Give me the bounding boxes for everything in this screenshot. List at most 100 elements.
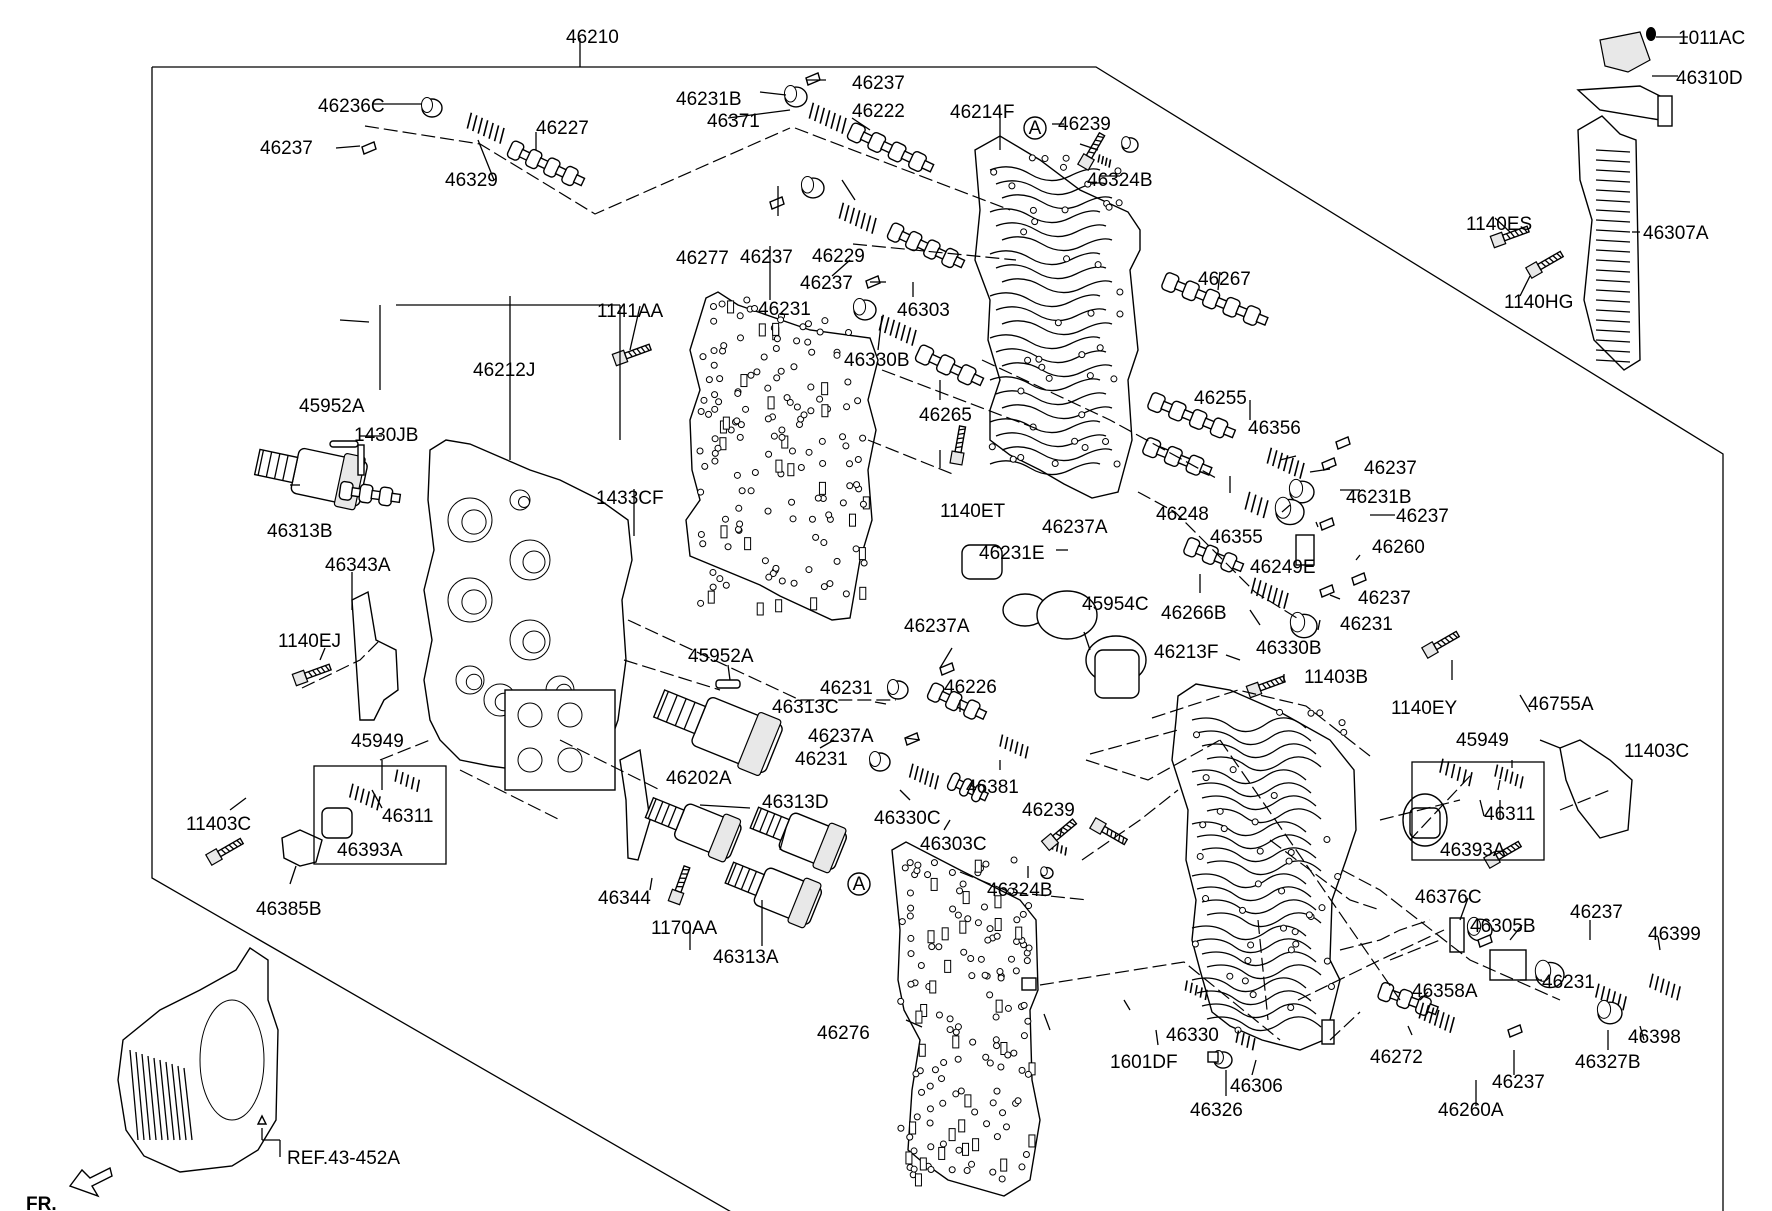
part-label: 46324B xyxy=(1087,170,1153,191)
part-label: 46311 xyxy=(1484,804,1535,825)
sleeve-46393A-left xyxy=(321,807,353,839)
retainer-pin xyxy=(1319,584,1335,598)
part-label: 46313C xyxy=(772,697,839,718)
plate-46344 xyxy=(619,748,651,861)
part-label: 46272 xyxy=(1370,1047,1423,1068)
part-label: REF.43-452A xyxy=(287,1148,400,1169)
part-label: 1140ES xyxy=(1466,214,1532,235)
retainer-pin xyxy=(361,141,377,155)
part-label: 46265 xyxy=(919,405,972,426)
part-label: 45949 xyxy=(1456,730,1509,751)
part-label: 46202A xyxy=(666,768,732,789)
spring-part xyxy=(1594,983,1627,1011)
part-label: 46237A xyxy=(904,616,970,637)
pin-45952A-left xyxy=(329,440,359,448)
valve-spool xyxy=(946,772,990,803)
part-label: 1601DF xyxy=(1110,1052,1178,1073)
bolt-part xyxy=(1076,131,1106,172)
part-label: 46358A xyxy=(1412,981,1478,1002)
spring-part xyxy=(838,202,877,234)
part-label: 1140EJ xyxy=(278,631,341,652)
transmission-case-ref xyxy=(117,947,279,1173)
retainer-pin xyxy=(1335,436,1351,450)
part-label: 46310D xyxy=(1676,68,1743,89)
part-label: 46330 xyxy=(1166,1025,1219,1046)
part-label: 46255 xyxy=(1194,388,1247,409)
part-label: 46303 xyxy=(897,300,950,321)
pin-1430JB xyxy=(357,444,365,476)
part-label: 46237A xyxy=(1042,517,1108,538)
part-label: 46237 xyxy=(852,73,905,94)
part-label: 46266B xyxy=(1161,603,1227,624)
separator-plate-46277 xyxy=(685,291,879,621)
retainer-pin xyxy=(805,72,821,86)
part-label: 46371 xyxy=(707,111,760,132)
spring-part xyxy=(808,102,847,134)
part-label: 46355 xyxy=(1210,527,1263,548)
part-label: 46222 xyxy=(852,101,905,122)
bolt-part xyxy=(1482,840,1523,870)
valve-spool xyxy=(886,222,966,269)
retainer-pin xyxy=(1321,457,1337,471)
bolt-part xyxy=(949,425,967,466)
filter-46249E xyxy=(1295,534,1315,566)
bolt-part xyxy=(1245,675,1286,699)
solenoid-body-46212J xyxy=(423,439,633,791)
spring-part xyxy=(1184,980,1208,1001)
part-label: 46237 xyxy=(800,273,853,294)
part-label: 46260A xyxy=(1438,1100,1504,1121)
part-label: 46260 xyxy=(1372,537,1425,558)
spring-part xyxy=(1266,447,1305,479)
part-label: 1140EY xyxy=(1391,698,1458,719)
part-label: 46326 xyxy=(1190,1100,1243,1121)
part-label: 46237 xyxy=(1396,506,1449,527)
part-label: 46277 xyxy=(676,248,729,269)
part-label: 45952A xyxy=(299,396,365,417)
part-label: 46237 xyxy=(260,138,313,159)
part-label: 46231 xyxy=(1542,972,1595,993)
diagram-labels: 4621046236C46237463294622746231B46237463… xyxy=(26,27,1745,1211)
part-label: 46307A xyxy=(1643,223,1709,244)
lower-valve-body-46213F xyxy=(1171,683,1357,1051)
bolt-part xyxy=(1524,250,1565,280)
kit-box-45949-left xyxy=(313,765,447,865)
spring-part xyxy=(1235,1030,1256,1051)
part-label: 46237 xyxy=(740,247,793,268)
part-label: 46226 xyxy=(944,677,997,698)
part-label: 46239 xyxy=(1022,800,1075,821)
spring-part xyxy=(348,783,381,811)
retainer-46231E xyxy=(961,544,1003,580)
part-label: 46231B xyxy=(1346,487,1412,508)
part-label: 46237A xyxy=(808,726,874,747)
spring-part xyxy=(394,769,421,793)
part-label: 45954C xyxy=(1082,594,1149,615)
part-label: 46329 xyxy=(445,170,498,191)
part-label: 46313D xyxy=(762,792,829,813)
part-label: 45949 xyxy=(351,731,404,752)
part-label: 46239 xyxy=(1058,114,1111,135)
part-label: 46324B xyxy=(987,880,1053,901)
part-label: 46212J xyxy=(473,360,535,381)
plug-46260A xyxy=(1321,1019,1335,1045)
solenoid-46313A xyxy=(724,861,823,929)
part-label: 1011AC xyxy=(1678,28,1745,49)
spring-part xyxy=(466,112,505,144)
part-label: 46385B xyxy=(256,899,322,920)
retainer-pin xyxy=(1477,934,1493,948)
part-label: 46231E xyxy=(979,543,1045,564)
bolt-part xyxy=(204,837,245,867)
valve-spool xyxy=(1161,272,1269,326)
part-label: 46313B xyxy=(267,521,333,542)
valve-spool xyxy=(338,480,402,507)
bolt-part xyxy=(1489,225,1530,249)
plug-46326 xyxy=(1207,1051,1219,1063)
valve-spool xyxy=(914,344,985,387)
part-label: 46231 xyxy=(795,749,848,770)
spring-part xyxy=(908,763,940,790)
part-label: 46237 xyxy=(1364,458,1417,479)
marker-text: A xyxy=(1029,118,1042,139)
part-label: 1140ET xyxy=(940,501,1006,522)
part-label: 46330C xyxy=(874,808,941,829)
valve-spool xyxy=(506,140,586,187)
part-label: 46393A xyxy=(337,840,403,861)
